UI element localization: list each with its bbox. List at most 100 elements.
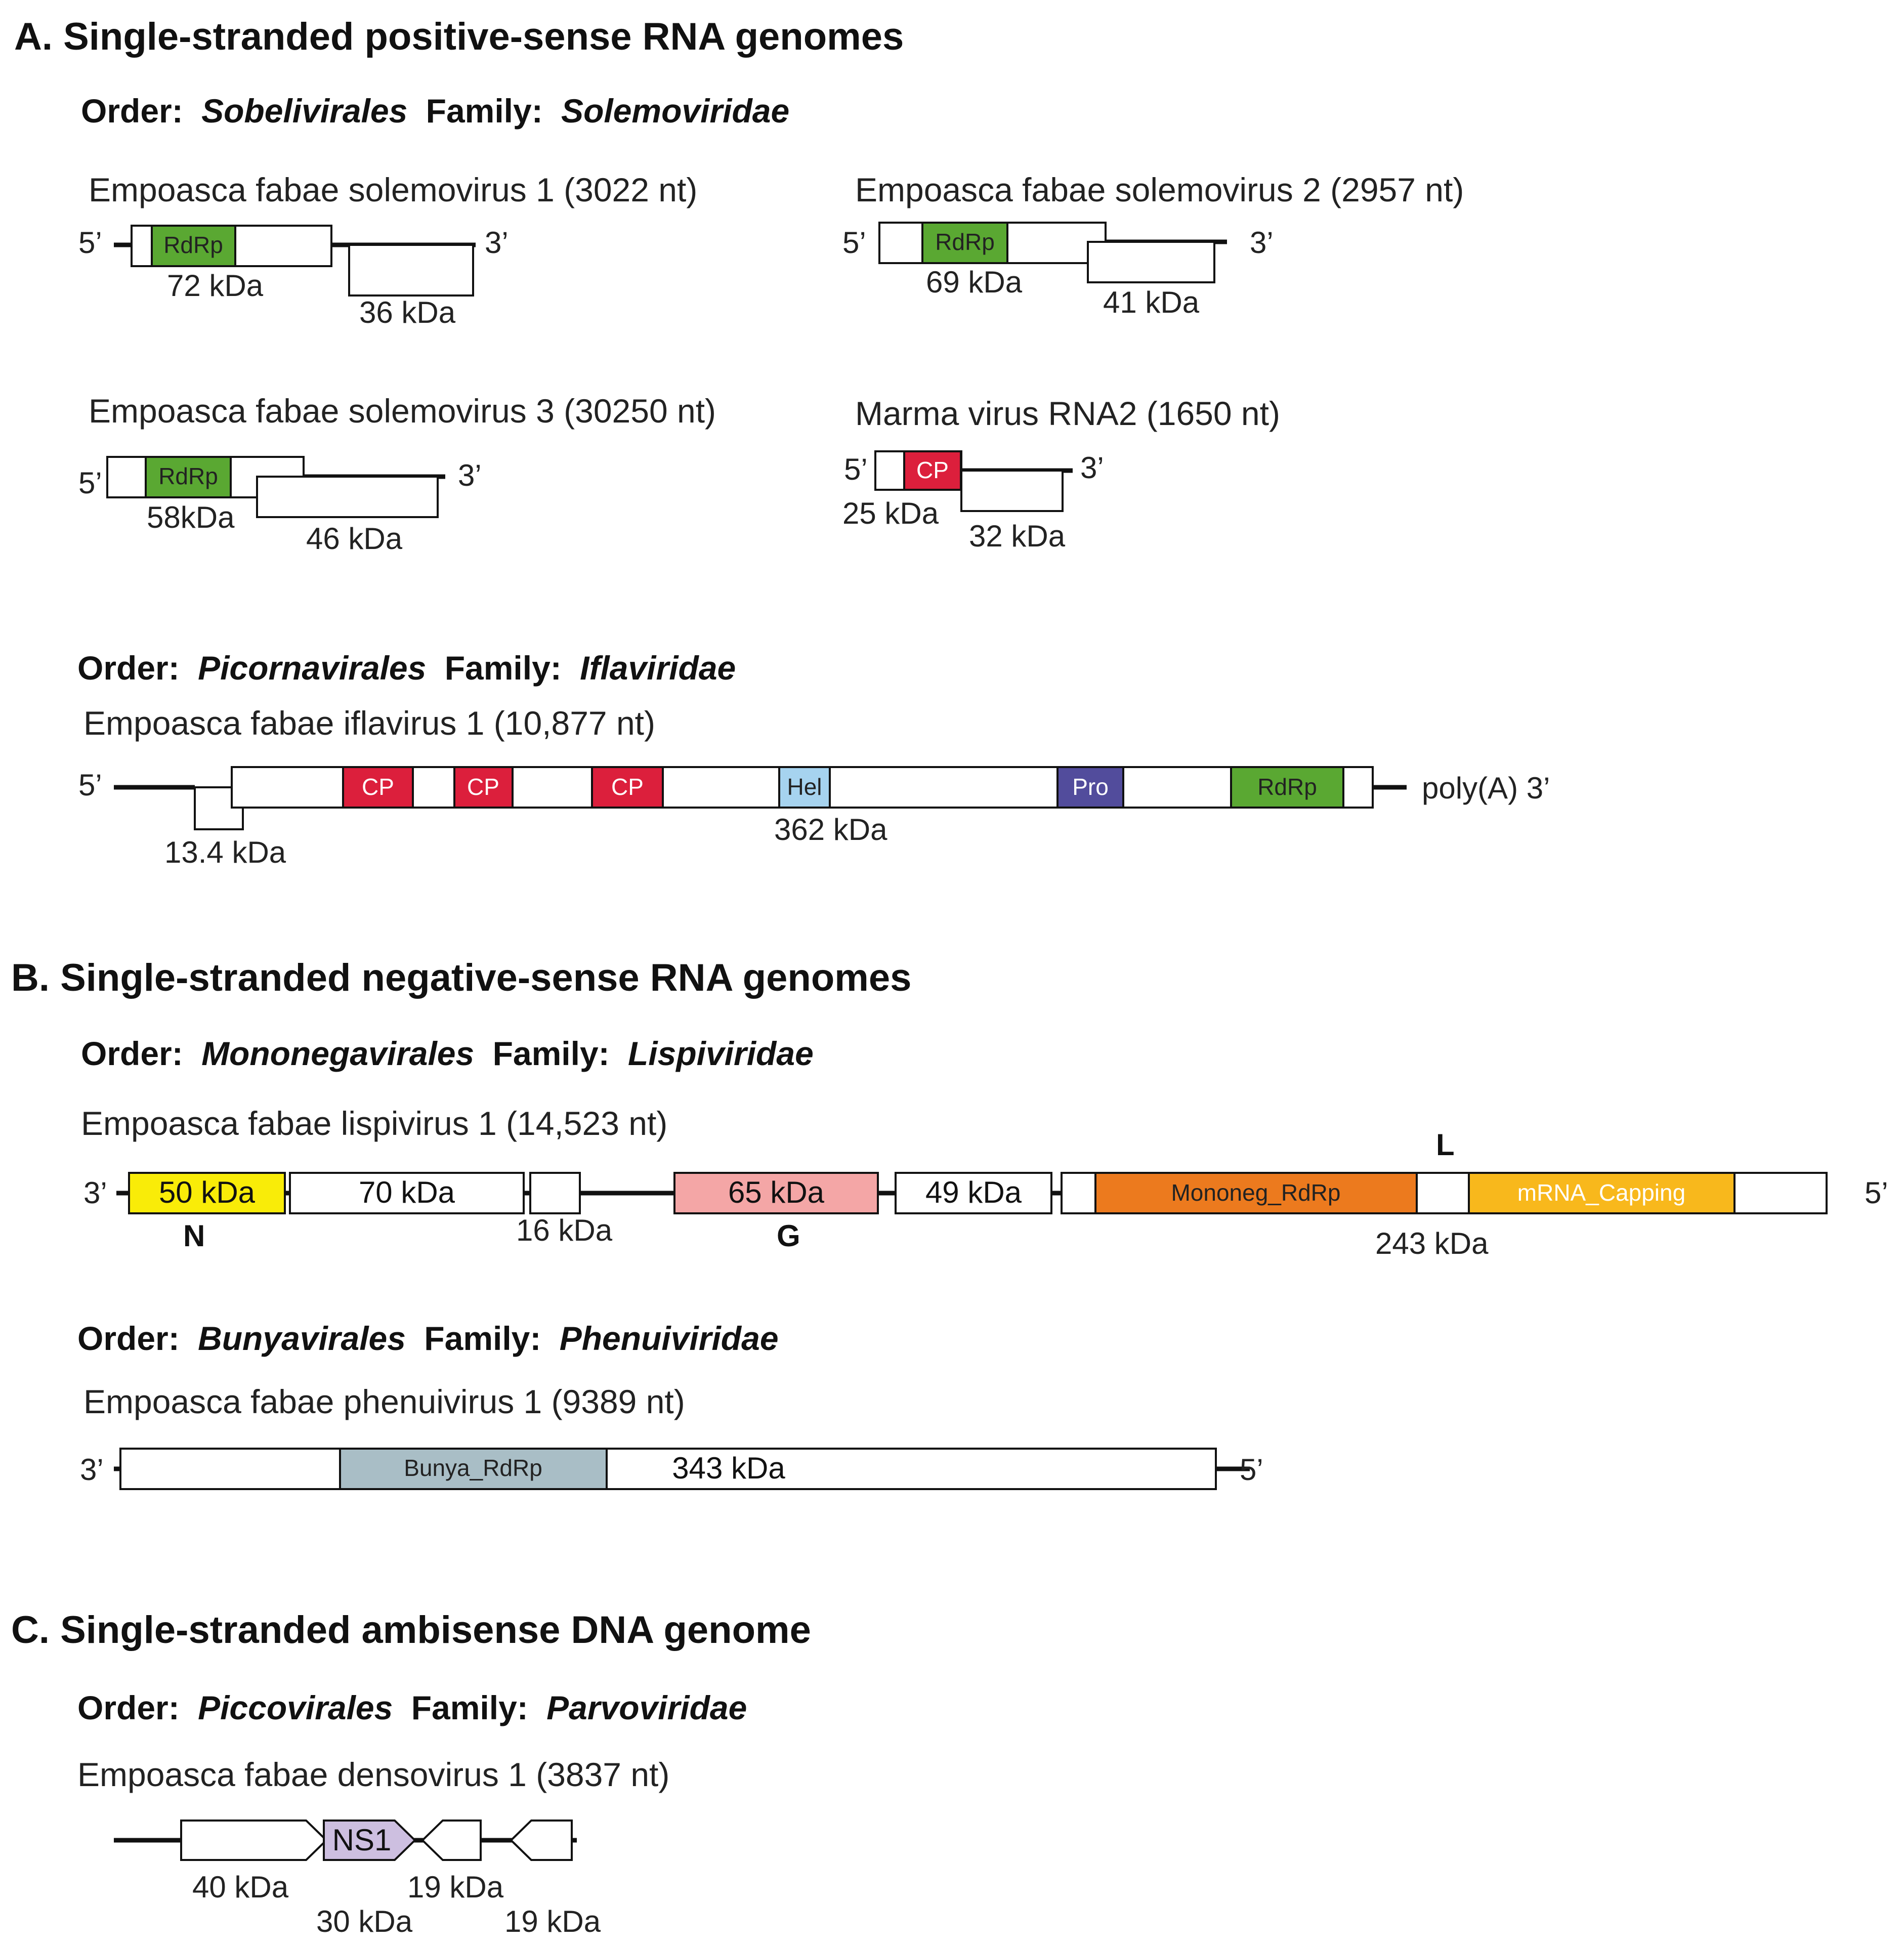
genome-solemovirus-3: Empoasca fabae solemovirus 3 (30250 nt) … xyxy=(78,392,716,556)
family-word: Family: xyxy=(445,649,562,687)
order-name: Sobelivirales xyxy=(201,92,407,130)
orf-size: 41 kDa xyxy=(1103,285,1200,319)
orf-size: 30 kDa xyxy=(316,1905,413,1938)
orf-size: 362 kDa xyxy=(774,813,887,847)
polya-end: poly(A) 3’ xyxy=(1422,771,1550,805)
family-name: Phenuiviridae xyxy=(560,1320,779,1357)
virus-name: Empoasca fabae solemovirus 1 (3022 nt) xyxy=(89,171,697,208)
three-prime-end: 3’ xyxy=(485,226,509,260)
gene-label-n: N xyxy=(183,1219,205,1253)
domain-label: RdRp xyxy=(1257,774,1317,800)
family-word: Family: xyxy=(411,1689,528,1726)
taxon-iflaviridae: Order: Picornavirales Family: Iflavirida… xyxy=(77,649,736,687)
orf-size: 19 kDa xyxy=(407,1870,504,1904)
domain-label: RdRp xyxy=(935,229,995,255)
order-name: Bunyavirales xyxy=(198,1320,406,1357)
genome-marma-virus-rna2: Marma virus RNA2 (1650 nt) 5’ CP 3’ 25 k… xyxy=(842,395,1280,553)
genome-densovirus-1: Empoasca fabae densovirus 1 (3837 nt) NS… xyxy=(77,1756,669,1938)
three-prime-end: 3’ xyxy=(1080,451,1104,485)
five-prime-end: 5’ xyxy=(1240,1453,1263,1487)
domain-pro xyxy=(1056,766,1124,809)
virus-name: Empoasca fabae solemovirus 3 (30250 nt) xyxy=(89,392,716,430)
order-name: Piccovirales xyxy=(198,1689,393,1726)
three-prime-end: 3’ xyxy=(1250,226,1274,260)
orf-40kda xyxy=(180,1820,328,1861)
orf-36kda xyxy=(348,244,474,297)
domain-label: Mononeg_RdRp xyxy=(1171,1179,1340,1206)
orf-ns1-30kda xyxy=(323,1820,416,1861)
three-prime-end: 3’ xyxy=(80,1453,104,1487)
section-c-title: C. Single-stranded ambisense DNA genome xyxy=(11,1609,811,1652)
five-prime-end: 5’ xyxy=(1865,1176,1888,1210)
orf-size: 58kDa xyxy=(147,500,235,534)
orf-19kda-a xyxy=(421,1820,482,1861)
domain-rdrp xyxy=(1230,766,1344,809)
family-name: Parvoviridae xyxy=(546,1689,747,1726)
domain-hel xyxy=(778,766,831,809)
orf-n-50kda xyxy=(128,1172,286,1214)
genome-lispivirus-1: Empoasca fabae lispivirus 1 (14,523 nt) … xyxy=(81,1105,1888,1260)
domain-label: NS1 xyxy=(332,1823,392,1857)
family-word: Family: xyxy=(426,92,543,130)
domain-rdrp xyxy=(145,456,232,498)
domain-bunya-rdrp xyxy=(339,1448,608,1490)
domain-cp xyxy=(453,766,514,809)
genome-iflavirus-1: Empoasca fabae iflavirus 1 (10,877 nt) 5… xyxy=(78,704,1550,869)
domain-label: CP xyxy=(916,457,949,483)
orf-41kda xyxy=(1087,241,1215,283)
orf-size: 16 kDa xyxy=(516,1213,613,1247)
orf-size: 13.4 kDa xyxy=(164,835,286,869)
domain-label: Hel xyxy=(787,774,822,800)
domain-label: CP xyxy=(362,774,394,800)
five-prime-end: 5’ xyxy=(842,226,866,260)
family-name: Lispiviridae xyxy=(628,1035,814,1072)
orf-size: 343 kDa xyxy=(672,1451,785,1485)
gene-label-g: G xyxy=(777,1219,800,1253)
orf-size: 70 kDa xyxy=(359,1175,455,1209)
domain-label: Pro xyxy=(1072,774,1109,800)
taxon-solemoviridae: Order: Sobelivirales Family: Solemovirid… xyxy=(81,92,789,130)
family-name: Iflaviridae xyxy=(580,649,736,687)
five-prime-end: 5’ xyxy=(844,452,868,486)
virus-name: Empoasca fabae phenuivirus 1 (9389 nt) xyxy=(83,1383,685,1420)
order-word: Order: xyxy=(77,1689,180,1726)
three-prime-end: 3’ xyxy=(83,1176,107,1210)
five-prime-end: 5’ xyxy=(78,466,102,500)
domain-label: RdRp xyxy=(158,463,218,489)
orf-19kda-b xyxy=(510,1820,573,1861)
orf-g-65kda xyxy=(673,1172,879,1214)
domain-label: CP xyxy=(467,774,499,800)
orf-16kda xyxy=(529,1172,581,1214)
family-name: Solemoviridae xyxy=(561,92,789,130)
genome-phenuivirus-1: Empoasca fabae phenuivirus 1 (9389 nt) 3… xyxy=(80,1383,1263,1490)
five-prime-end: 5’ xyxy=(78,768,102,802)
orf-70kda xyxy=(289,1172,525,1214)
orf-size: 243 kDa xyxy=(1375,1226,1489,1260)
orf-46kda xyxy=(256,476,439,518)
order-word: Order: xyxy=(77,649,180,687)
virus-name: Empoasca fabae densovirus 1 (3837 nt) xyxy=(77,1756,669,1793)
orf-size: 25 kDa xyxy=(842,496,939,530)
order-word: Order: xyxy=(77,1320,180,1357)
orf-size: 72 kDa xyxy=(167,269,264,303)
orf-size: 65 kDa xyxy=(728,1175,825,1209)
order-word: Order: xyxy=(81,92,183,130)
virus-name: Empoasca fabae solemovirus 2 (2957 nt) xyxy=(855,171,1464,208)
genome-solemovirus-1: Empoasca fabae solemovirus 1 (3022 nt) 5… xyxy=(78,171,697,329)
domain-cp xyxy=(342,766,414,809)
domain-rdrp xyxy=(921,222,1008,264)
orf-size: 36 kDa xyxy=(359,295,456,329)
gene-label-l: L xyxy=(1436,1128,1455,1162)
section-b-title: B. Single-stranded negative-sense RNA ge… xyxy=(11,956,911,999)
orf-size: 50 kDa xyxy=(159,1175,256,1209)
genome-solemovirus-2: Empoasca fabae solemovirus 2 (2957 nt) 5… xyxy=(842,171,1464,319)
order-name: Mononegavirales xyxy=(201,1035,474,1072)
orf-size: 32 kDa xyxy=(969,519,1066,553)
orf-size: 49 kDa xyxy=(925,1175,1022,1209)
taxon-parvoviridae: Order: Piccovirales Family: Parvoviridae xyxy=(77,1689,747,1726)
orf-343kda xyxy=(119,1448,1217,1490)
orf-size: 46 kDa xyxy=(306,522,403,556)
family-word: Family: xyxy=(424,1320,541,1357)
order-word: Order: xyxy=(81,1035,183,1072)
orf-size: 19 kDa xyxy=(504,1905,601,1938)
